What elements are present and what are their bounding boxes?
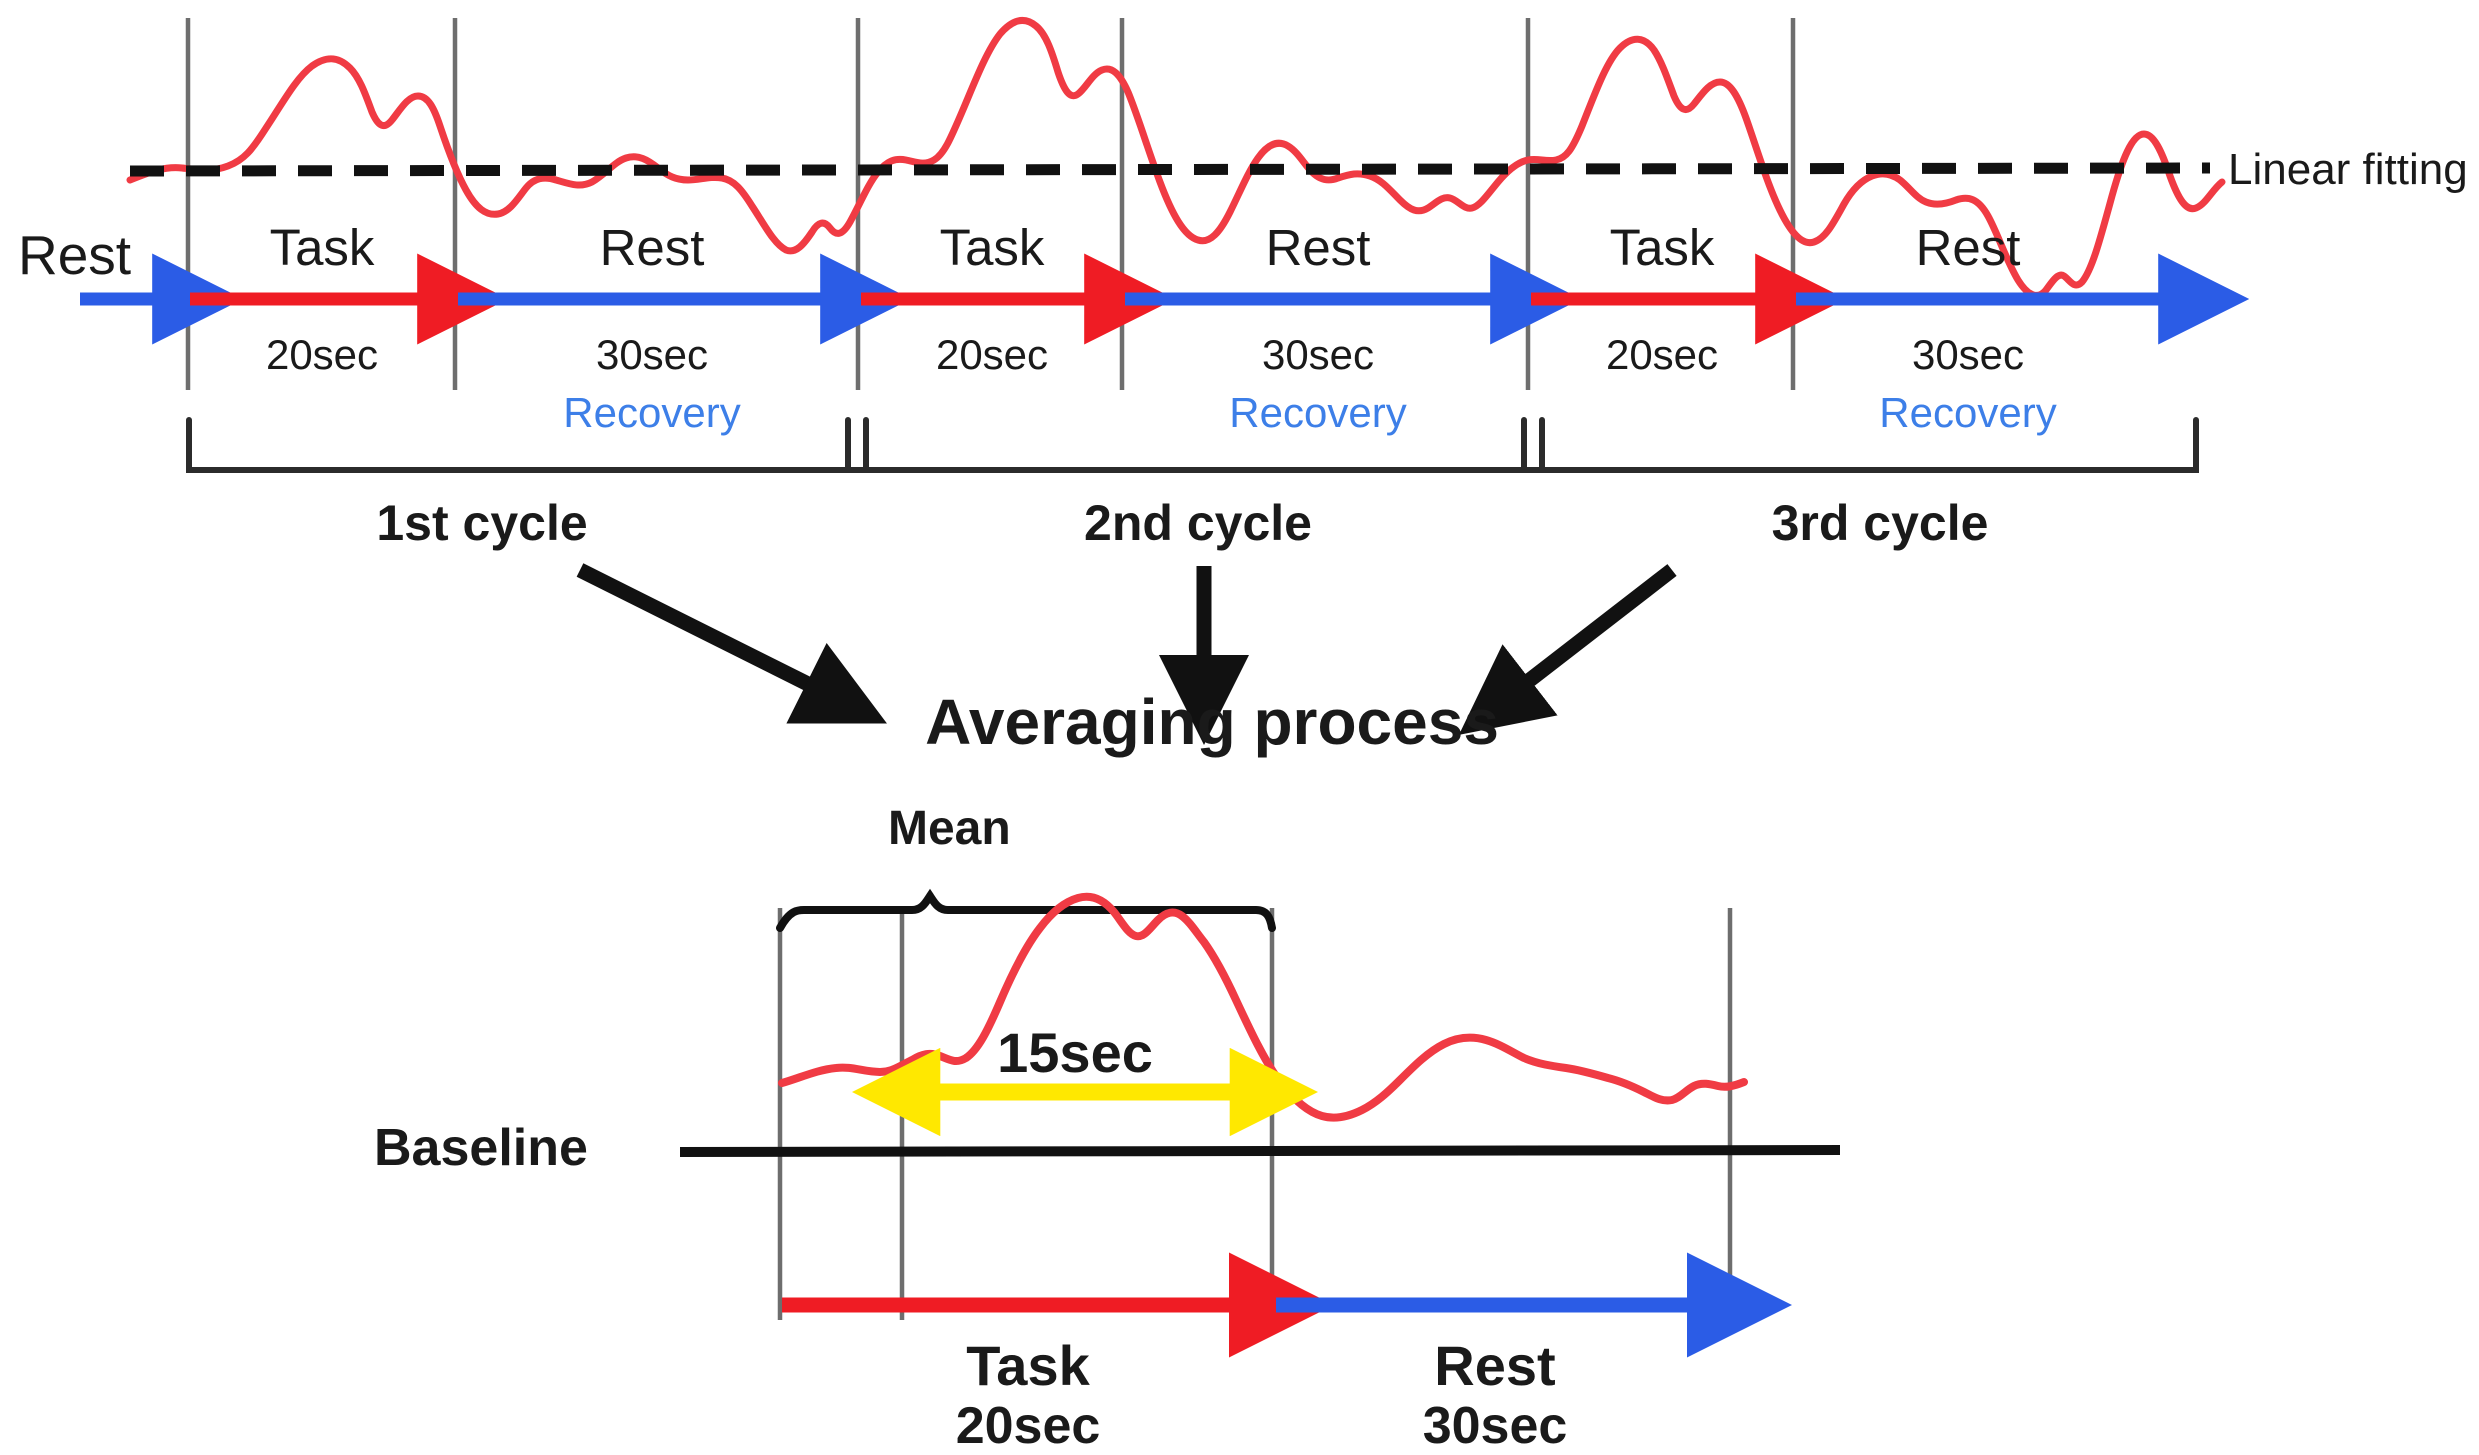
block-duration-label: 30sec [1911,331,2025,378]
cycle-brace-group [186,417,2199,473]
averaging-arrow-left [576,563,887,724]
linear-fitting-line [129,162,2211,177]
cycle-label-1: 1st cycle [376,495,588,551]
bottom-panel-gridlines [777,908,1733,1320]
block-phase-label: Rest [599,219,705,276]
cycle-label-2: 2nd cycle [1084,495,1312,551]
block-phase-label: Task [1609,219,1715,276]
avg-rest-duration-label: 30sec [1422,1397,1568,1455]
block-recovery-label: Recovery [563,389,741,436]
cycle-label-3: 3rd cycle [1771,495,1989,551]
avg-rest-phase-label: Rest [1434,1334,1556,1397]
block-phase-label: Rest [1265,219,1371,276]
block-duration-label: 20sec [1605,331,1719,378]
averaging-process-label: Averaging process [925,686,1499,758]
signal-curve-top [126,16,2226,299]
block-recovery-label: Recovery [1879,389,2057,436]
linear-fitting-label: Linear fitting [2228,145,2468,194]
averaging-arrow-group [576,563,1677,745]
block-duration-label: 20sec [935,331,1049,378]
baseline-line [679,1145,1841,1157]
window-15sec-label: 15sec [997,1021,1153,1084]
block-phase-label: Task [939,219,1045,276]
block-duration-label: 30sec [595,331,709,378]
block-phase-label: Rest [1915,219,2021,276]
mean-label: Mean [888,802,1011,855]
mean-brace [776,888,1276,932]
averaging-arrow-right [1458,564,1677,735]
block-duration-label: 30sec [1261,331,1375,378]
block-duration-label: 20sec [265,331,379,378]
cycle-brace-3 [1539,417,2199,473]
avg-task-duration-label: 20sec [955,1397,1101,1455]
block-phase-label: Task [269,219,375,276]
cycle-brace-2 [863,417,1545,473]
baseline-label: Baseline [374,1119,588,1177]
cycle-brace-1 [186,417,869,473]
avg-task-phase-label: Task [966,1334,1090,1397]
pre-rest-label: Rest [18,224,132,286]
block-recovery-label: Recovery [1229,389,1407,436]
